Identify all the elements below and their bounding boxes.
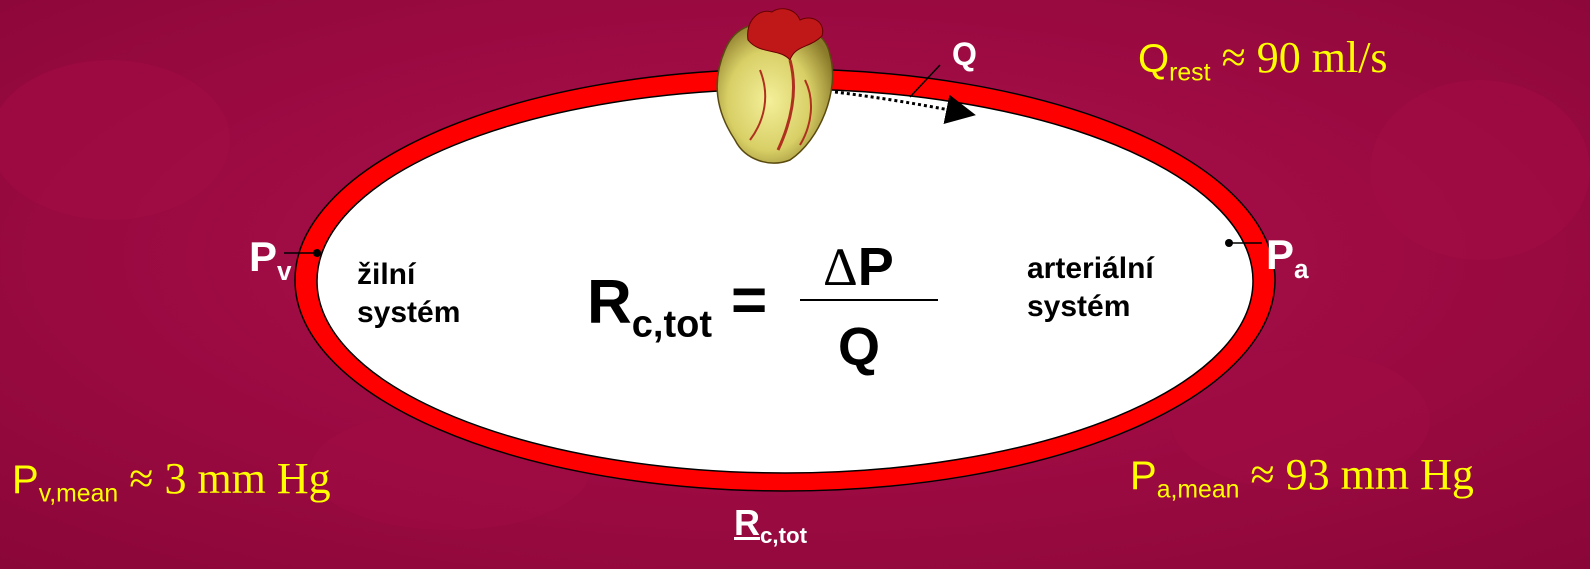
arterial-system-label: arteriální systém bbox=[1027, 250, 1154, 326]
venous-line-2: systém bbox=[357, 296, 461, 329]
q-rest-subscript: rest bbox=[1169, 59, 1211, 87]
formula-numerator: ΔP bbox=[823, 240, 894, 294]
formula-r-symbol: R bbox=[587, 268, 632, 337]
arterial-line-1: arteriální bbox=[1027, 252, 1154, 285]
pv-mean-annotation: Pv,mean ≈ 3 mm Hg bbox=[12, 454, 331, 507]
delta-symbol: Δ bbox=[823, 237, 858, 297]
pv-mean-value: ≈ 3 mm Hg bbox=[129, 454, 331, 503]
q-rest-value: ≈ 90 ml/s bbox=[1221, 33, 1388, 82]
total-r-subscript: c,tot bbox=[760, 522, 808, 548]
pv-symbol: P bbox=[249, 233, 278, 280]
bg-blob bbox=[1170, 350, 1430, 490]
arterial-line-2: systém bbox=[1027, 290, 1131, 323]
q-leader-line bbox=[909, 64, 941, 98]
formula-denominator: Q bbox=[838, 317, 881, 377]
bg-blob bbox=[1370, 80, 1590, 260]
venous-line-1: žilní bbox=[357, 258, 416, 291]
pv-label: Pv bbox=[249, 233, 292, 285]
numerator-p: P bbox=[857, 237, 894, 297]
pv-subscript: v bbox=[277, 256, 292, 287]
q-rest-symbol: Q bbox=[1138, 37, 1170, 81]
pv-mean-symbol: P bbox=[12, 458, 39, 502]
heart-icon bbox=[716, 8, 834, 164]
venous-system-label: žilní systém bbox=[357, 256, 460, 332]
formula-equals: = bbox=[731, 266, 768, 335]
formula-r-subscript: c,tot bbox=[631, 303, 712, 346]
pa-subscript: a bbox=[1294, 254, 1309, 285]
pa-mean-annotation: Pa,mean ≈ 93 mm Hg bbox=[1130, 450, 1474, 503]
pa-label: Pa bbox=[1266, 231, 1309, 283]
pa-dot bbox=[1225, 239, 1233, 247]
pa-mean-symbol: P bbox=[1130, 454, 1157, 498]
bg-blob bbox=[0, 60, 230, 220]
pv-dot bbox=[313, 249, 321, 257]
resistance-formula-lhs: Rc,tot bbox=[587, 272, 712, 344]
pv-mean-subscript: v,mean bbox=[38, 480, 119, 508]
total-r-symbol: R bbox=[734, 502, 760, 543]
pa-mean-subscript: a,mean bbox=[1156, 476, 1240, 504]
flow-label-q: Q bbox=[952, 36, 977, 72]
pa-mean-value: ≈ 93 mm Hg bbox=[1250, 450, 1474, 499]
q-rest-annotation: Qrest ≈ 90 ml/s bbox=[1138, 33, 1388, 86]
flow-arrow bbox=[834, 90, 976, 125]
pa-symbol: P bbox=[1266, 231, 1295, 278]
total-resistance-label: Rc,tot bbox=[734, 502, 807, 547]
